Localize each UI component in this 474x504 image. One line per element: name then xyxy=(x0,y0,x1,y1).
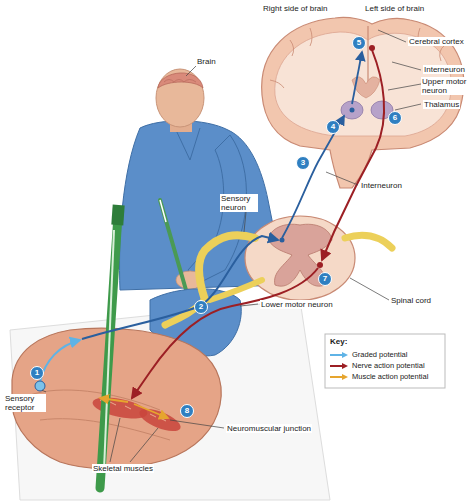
callout-number: 6 xyxy=(388,111,402,125)
part-label: Brain xyxy=(196,57,217,66)
part-label: Neuromuscular junction xyxy=(226,424,312,433)
callout-number: 2 xyxy=(194,300,208,314)
callout-number: 5 xyxy=(352,36,366,50)
part-label: Thalamus xyxy=(423,100,460,109)
callout-number: 4 xyxy=(326,120,340,134)
callout-number: 8 xyxy=(180,404,194,418)
callout-number: 3 xyxy=(296,156,310,170)
part-label: Sensory receptor xyxy=(4,394,46,412)
legend-heading: Key: xyxy=(330,337,347,346)
legend-text: Nerve action potential xyxy=(352,361,425,370)
callout-number: 1 xyxy=(30,366,44,380)
part-label: Sensory neuron xyxy=(220,194,258,212)
legend-arrow xyxy=(329,362,349,370)
part-label: Interneuron xyxy=(423,65,466,74)
legend-text: Muscle action potential xyxy=(352,372,428,381)
callout-number: 7 xyxy=(318,272,332,286)
part-label: Interneuron xyxy=(360,181,403,190)
part-label: Skeletal muscles xyxy=(92,464,154,473)
legend-arrow xyxy=(329,351,349,359)
part-label: Right side of brain xyxy=(262,4,328,13)
part-label: Spinal cord xyxy=(390,296,432,305)
part-label: Cerebral cortex xyxy=(408,37,465,46)
part-label: Left side of brain xyxy=(364,4,425,13)
legend-text: Graded potential xyxy=(352,350,407,359)
legend-arrow xyxy=(329,373,349,381)
part-label: Upper motor neuron xyxy=(421,77,471,95)
part-label: Lower motor neuron xyxy=(260,300,334,309)
